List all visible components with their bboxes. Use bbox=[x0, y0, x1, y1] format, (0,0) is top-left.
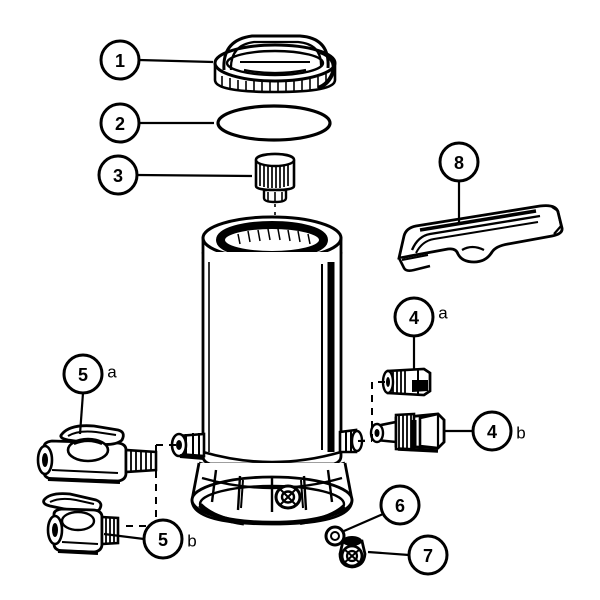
callout-8[interactable]: 8 bbox=[438, 141, 480, 183]
part-ball-valve-compact bbox=[42, 492, 120, 555]
leader-6 bbox=[343, 512, 384, 533]
callout-2-number: 2 bbox=[115, 114, 125, 134]
callout-leader-lines bbox=[78, 58, 473, 557]
callout-5a[interactable]: 5 a bbox=[62, 353, 117, 395]
part-air-relief-valve bbox=[254, 152, 296, 246]
leader-3 bbox=[136, 173, 253, 178]
callout-5b[interactable]: 5 b bbox=[142, 518, 197, 560]
part-lid-o-ring bbox=[216, 104, 332, 142]
callout-6[interactable]: 6 bbox=[379, 484, 421, 526]
callout-8-number: 8 bbox=[454, 153, 464, 173]
callout-3[interactable]: 3 bbox=[97, 154, 139, 196]
tank-left-port bbox=[170, 432, 206, 460]
callout-bubbles: 1 2 3 4 a 4 b 5 a 5 b bbox=[62, 39, 526, 576]
part-inlet-fitting-large bbox=[369, 412, 446, 453]
callout-7[interactable]: 7 bbox=[407, 534, 449, 576]
callout-5b-suffix: b bbox=[187, 532, 196, 551]
part-inlet-fitting-small bbox=[381, 367, 432, 397]
callout-5a-number: 5 bbox=[78, 365, 88, 385]
callout-3-number: 3 bbox=[113, 166, 123, 186]
callout-4b-number: 4 bbox=[487, 422, 497, 442]
leader-7 bbox=[367, 550, 410, 557]
callout-4a-number: 4 bbox=[409, 308, 419, 328]
callout-6-number: 6 bbox=[395, 496, 405, 516]
part-lid-with-bail-handle bbox=[213, 34, 337, 94]
callout-1-number: 1 bbox=[115, 51, 125, 71]
callout-2[interactable]: 2 bbox=[99, 102, 141, 144]
part-lid-wrench-tool bbox=[397, 204, 564, 272]
callout-4b[interactable]: 4 b bbox=[471, 410, 526, 452]
callout-5b-number: 5 bbox=[158, 530, 168, 550]
part-drain-cap bbox=[338, 536, 367, 569]
callout-5a-suffix: a bbox=[107, 363, 117, 382]
leader-5b bbox=[103, 532, 145, 541]
leader-1 bbox=[138, 58, 214, 64]
tank-right-port bbox=[338, 428, 364, 454]
dash-to-fitting-4b bbox=[357, 439, 375, 442]
callout-1[interactable]: 1 bbox=[99, 39, 141, 81]
part-tank-body bbox=[170, 215, 364, 526]
leader-5a bbox=[78, 392, 85, 435]
callout-4a-suffix: a bbox=[438, 304, 448, 323]
part-ball-valve-lever bbox=[36, 424, 158, 484]
dash-to-fitting-4a bbox=[371, 381, 386, 441]
callout-4a[interactable]: 4 a bbox=[393, 296, 448, 338]
part-drain-o-ring bbox=[324, 525, 346, 547]
callout-4b-suffix: b bbox=[516, 424, 525, 443]
tank-drain-boss bbox=[274, 484, 302, 510]
callout-7-number: 7 bbox=[423, 546, 433, 566]
